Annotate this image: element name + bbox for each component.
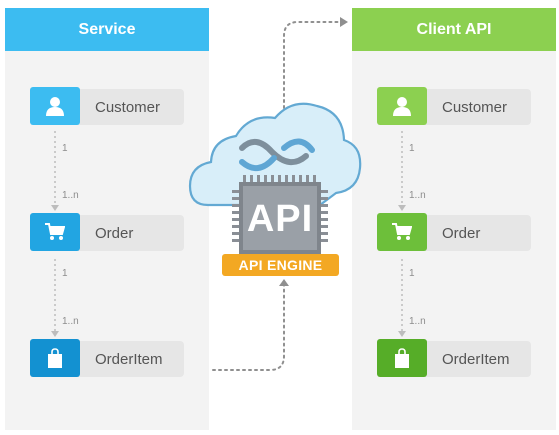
bag-icon (377, 339, 427, 377)
relation-to-card: 1..n (409, 190, 426, 201)
entity-label: OrderItem (70, 341, 184, 377)
cart-icon (377, 213, 427, 251)
entity-label: Order (417, 215, 531, 251)
chip-icon (232, 175, 328, 254)
client-api-panel-header: Client API (352, 8, 556, 51)
relation-to-card: 1..n (409, 316, 426, 327)
relation-to-card: 1..n (62, 190, 79, 201)
entity-label: OrderItem (417, 341, 531, 377)
bag-icon (30, 339, 80, 377)
relation-from-card: 1 (62, 143, 68, 154)
relation-from-card: 1 (62, 268, 68, 279)
entity-label: Customer (70, 89, 184, 125)
user-icon (377, 87, 427, 125)
relation-from-card: 1 (409, 143, 415, 154)
service-entity-order[interactable]: Order (30, 213, 186, 251)
client-entity-orderitem[interactable]: OrderItem (377, 339, 533, 377)
api-chip-text: API (246, 198, 314, 240)
api-engine-badge: API ENGINE (222, 254, 339, 276)
entity-label: Order (70, 215, 184, 251)
entity-label: Customer (417, 89, 531, 125)
service-entity-orderitem[interactable]: OrderItem (30, 339, 186, 377)
user-icon (30, 87, 80, 125)
service-panel-header: Service (5, 8, 209, 51)
relation-from-card: 1 (409, 268, 415, 279)
service-entity-customer[interactable]: Customer (30, 87, 186, 125)
client-entity-order[interactable]: Order (377, 213, 533, 251)
infinity-logo-icon (239, 138, 315, 171)
relation-to-card: 1..n (62, 316, 79, 327)
client-entity-customer[interactable]: Customer (377, 87, 533, 125)
cart-icon (30, 213, 80, 251)
